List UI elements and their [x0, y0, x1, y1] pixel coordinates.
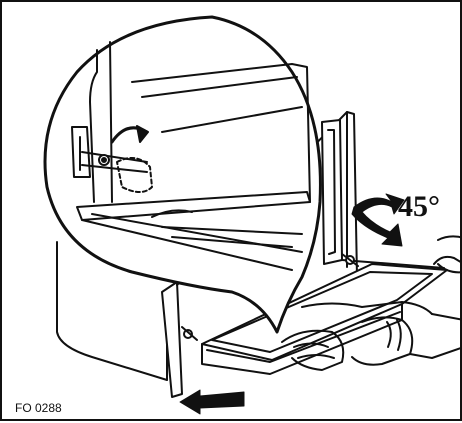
magnifier-detail [43, 15, 322, 334]
pull-arrow [179, 389, 245, 415]
oven-door [181, 119, 448, 375]
rotation-arrow [351, 193, 405, 247]
figure-code: FO 0288 [15, 401, 62, 415]
hands [281, 235, 462, 371]
angle-label: 45° [398, 190, 440, 223]
